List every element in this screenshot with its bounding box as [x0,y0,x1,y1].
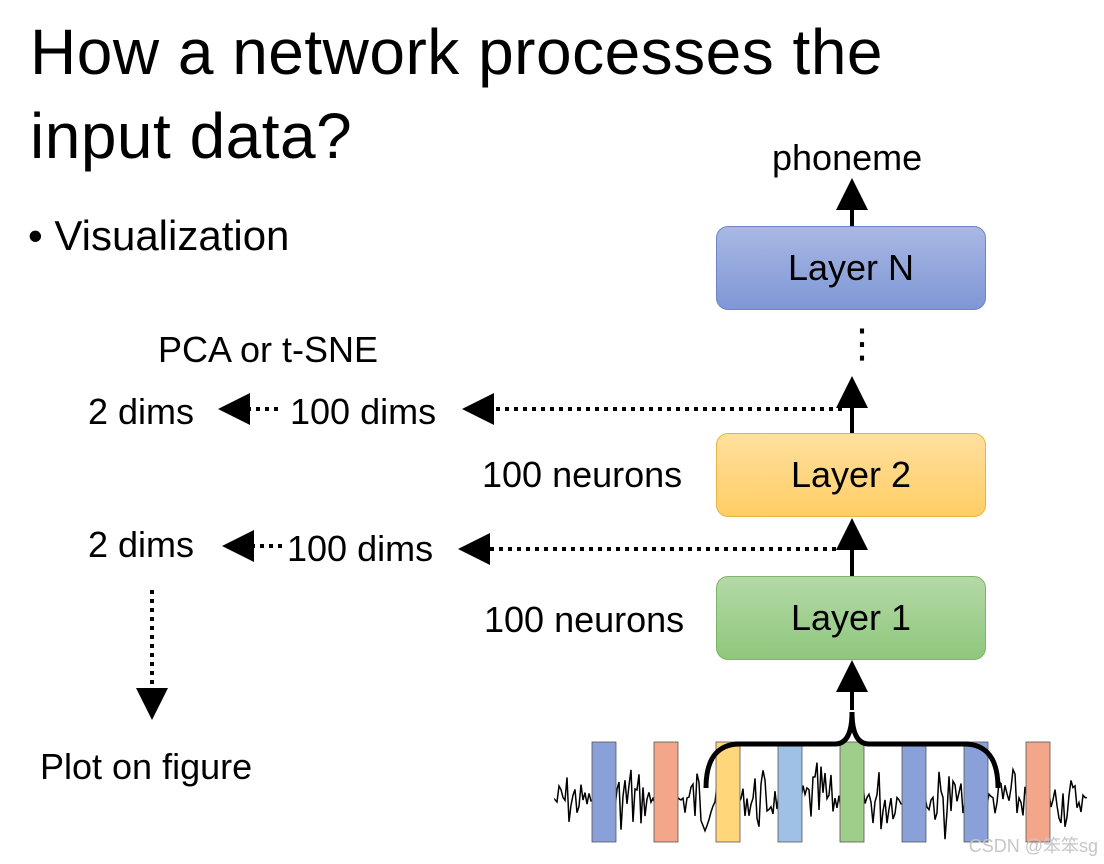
layer-n-box: Layer N [716,226,986,310]
audio-waveform [554,762,1088,840]
layer-2-label: Layer 2 [790,454,912,495]
dims-low-lower: 2 dims [88,524,195,565]
method-label: PCA or t-SNE [158,329,379,370]
slide-title-line-1: How a network processes the [30,16,883,88]
slide-title-line-2: input data? [30,100,353,172]
layer-2-box: Layer 2 [716,433,986,517]
watermark: CSDN @笨笨sg [968,836,1098,856]
dims-high-upper: 100 dims [290,391,437,432]
ellipsis-dots: ⋮ [842,322,882,366]
frame-rect-1 [591,741,617,843]
frame-rect-6 [901,741,927,843]
frame-rect-2 [653,741,679,843]
layer-1-label: Layer 1 [790,597,912,638]
frame-rect-7 [963,741,989,843]
frame-rect-5 [839,741,865,843]
layer-1-box: Layer 1 [716,576,986,660]
dims-low-upper: 2 dims [88,391,195,432]
neurons-layer-2: 100 neurons [482,454,683,495]
frame-rect-8 [1025,741,1051,843]
frame-rect-4 [777,741,803,843]
frames-bracket [703,711,1001,789]
layer-n-label: Layer N [787,247,915,288]
plot-label: Plot on figure [40,746,253,787]
frame-rect-3 [715,741,741,843]
dims-high-lower: 100 dims [287,528,434,569]
frame-rectangles [591,741,1051,843]
waveform-line [554,762,1088,840]
neurons-layer-1: 100 neurons [484,599,685,640]
bullet-visualization: • Visualization [28,212,290,259]
phoneme-label: phoneme [772,137,923,178]
